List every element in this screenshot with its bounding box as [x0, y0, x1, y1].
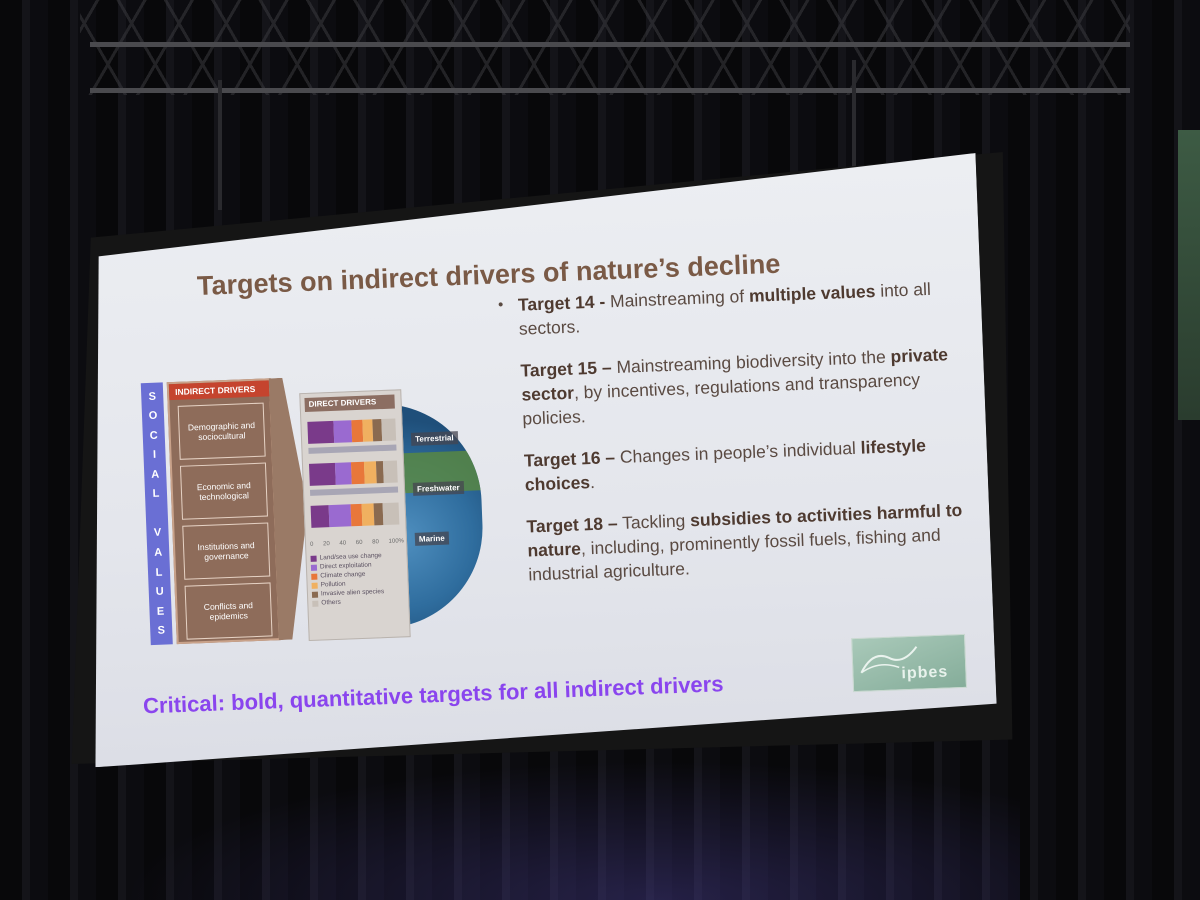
hanging-cable — [852, 60, 856, 170]
axis-tick-label: 60 — [355, 539, 363, 547]
floor-glow — [120, 760, 1020, 900]
driver-bar-segment — [381, 419, 396, 442]
logo-text: ipbes — [901, 663, 949, 683]
hanging-cable — [218, 80, 222, 210]
direct-drivers-header: DIRECT DRIVERS — [304, 395, 394, 412]
legend-swatch — [310, 555, 316, 561]
driver-bar-segment — [351, 420, 362, 442]
social-values-letter: L — [152, 488, 160, 501]
target-text: . — [589, 471, 596, 493]
projected-slide: Targets on indirect drivers of nature’s … — [73, 153, 1007, 768]
axis-tick-label: 40 — [339, 540, 347, 547]
social-values-letter: V — [153, 527, 162, 540]
targets-list: • Target 14 - Mainstreaming of multiple … — [518, 275, 980, 604]
axis-tick-label: 100% — [388, 538, 405, 545]
indirect-drivers-header: INDIRECT DRIVERS — [169, 380, 270, 400]
legend-swatch — [311, 573, 317, 579]
target-label: Target 18 – — [526, 513, 618, 537]
legend-swatch — [311, 564, 317, 570]
legend-label: Others — [321, 598, 341, 607]
bullet: • — [497, 296, 504, 314]
target-label: Target 16 – — [523, 447, 616, 471]
driver-bar-separator — [308, 445, 396, 454]
truss-bar-upper — [90, 42, 1130, 47]
driver-bar-segment — [362, 503, 375, 525]
social-values-letter: I — [152, 449, 157, 462]
social-values-letter: E — [156, 605, 165, 618]
logo-mark-icon — [858, 643, 919, 675]
driver-bar — [307, 419, 396, 444]
target-label: Target 15 – — [520, 357, 612, 381]
driver-bar-segment — [309, 463, 336, 486]
indirect-driver-item: Conflicts and epidemics — [185, 582, 273, 639]
driver-bar — [309, 460, 398, 485]
driver-bar-segment — [383, 460, 398, 483]
target-emphasis: multiple values — [748, 281, 876, 306]
legend-swatch — [312, 591, 318, 597]
axis-tick-label: 0 — [309, 541, 314, 548]
side-light-panel — [1178, 130, 1200, 420]
target-15: Target 15 – Mainstreaming biodiversity i… — [520, 341, 972, 430]
axis-tick-label: 20 — [323, 541, 330, 548]
legend-swatch — [312, 600, 318, 606]
critical-statement: Critical: bold, quantitative targets for… — [142, 671, 724, 719]
social-values-letter: A — [154, 546, 163, 559]
ecosystem-label-freshwater: Freshwater — [413, 481, 464, 496]
truss-bar-lower — [90, 88, 1130, 93]
driver-bar-segment — [311, 505, 329, 528]
social-values-letter: O — [148, 409, 158, 423]
ecosystem-label-marine: Marine — [415, 532, 449, 546]
driver-bar-segment — [328, 504, 352, 527]
target-18: Target 18 – Tackling subsidies to activi… — [526, 497, 978, 586]
social-values-letter: S — [157, 624, 166, 637]
legend-swatch — [312, 582, 318, 588]
target-text: Mainstreaming of — [604, 285, 750, 312]
axis-tick-label: 80 — [372, 539, 380, 546]
driver-bar-segment — [363, 461, 376, 483]
indirect-driver-item: Institutions and governance — [182, 522, 270, 579]
slide-content: Targets on indirect drivers of nature’s … — [73, 153, 1007, 768]
social-values-letter: C — [149, 429, 158, 442]
target-text: Tackling — [617, 510, 691, 534]
ipbes-logo: ipbes — [851, 634, 967, 692]
driver-bar-segment — [307, 421, 334, 444]
social-values-letter: U — [155, 585, 164, 598]
driver-bar-separator — [310, 486, 398, 495]
social-values-letter — [155, 508, 159, 520]
target-text: Changes in people’s individual — [614, 437, 862, 468]
indirect-driver-item: Demographic and sociocultural — [178, 403, 266, 460]
driver-bar-segment — [351, 462, 364, 484]
indirect-drivers-panel: INDIRECT DRIVERS Demographic and sociocu… — [167, 378, 281, 644]
target-label: Target 14 - — [517, 291, 606, 315]
indirect-driver-item: Economic and technological — [180, 463, 268, 520]
driver-bar-segment — [335, 462, 352, 485]
social-values-letter: S — [148, 390, 157, 403]
social-values-letter: A — [151, 468, 160, 481]
ecosystem-label-terrestrial: Terrestrial — [411, 431, 458, 446]
direct-drivers-panel: DIRECT DRIVERS 0 20 40 60 80 100% Land/sea us… — [299, 389, 410, 641]
driver-bar-segment — [334, 420, 352, 443]
target-16: Target 16 – Changes in people’s individu… — [524, 431, 976, 496]
bar-axis-ticks: 0 20 40 60 80 100% — [310, 538, 404, 548]
social-values-letter: L — [155, 566, 163, 579]
driver-bar — [311, 502, 400, 527]
driver-bar-segment — [383, 502, 400, 525]
lighting-truss — [80, 0, 1130, 95]
